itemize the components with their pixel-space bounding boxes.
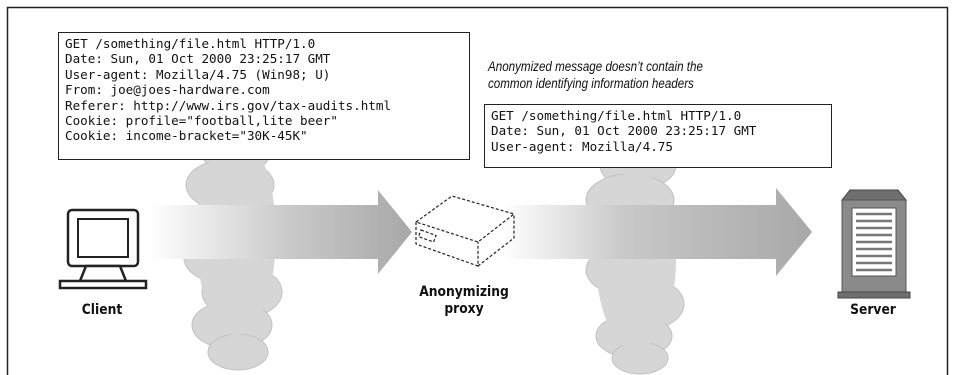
client-label: Client <box>81 302 123 318</box>
proxy-label-line: Anonymizing <box>419 284 509 300</box>
original-request-box: GET /something/file.html HTTP/1.0 Date: … <box>58 32 470 160</box>
cookie-header: Cookie: profile="football,lite beer" <box>65 113 338 129</box>
user-agent-header: User-agent: Mozilla/4.75 (Win98; U) <box>65 66 331 82</box>
caption-line: Anonymized message doesn’t contain the <box>488 59 703 74</box>
anonymized-caption: Anonymized message doesn’t contain the c… <box>488 58 772 92</box>
server-label: Server <box>850 302 896 318</box>
proxy-label: Anonymizing proxy <box>402 284 525 318</box>
from-header: From: joe@joes-hardware.com <box>65 82 270 98</box>
diagram-frame <box>6 6 949 375</box>
arrow-client-to-proxy <box>148 190 412 274</box>
request-line: GET /something/file.html HTTP/1.0 <box>65 36 316 51</box>
server-tower-icon <box>837 189 911 299</box>
referer-header: Referer: http://www.irs.gov/tax-audits.h… <box>65 97 392 113</box>
proxy-label-line: proxy <box>444 301 484 317</box>
user-agent-header: User-agent: Mozilla/4.75 <box>491 138 673 154</box>
date-header: Date: Sun, 01 Oct 2000 23:25:17 GMT <box>65 51 331 67</box>
proxy-box-icon <box>414 195 516 267</box>
caption-line: common identifying information headers <box>488 76 694 91</box>
arrow-proxy-to-server <box>502 188 812 276</box>
anonymized-request-box: GET /something/file.html HTTP/1.0 Date: … <box>484 104 832 168</box>
computer-icon <box>58 208 148 290</box>
date-header: Date: Sun, 01 Oct 2000 23:25:17 GMT <box>491 123 757 139</box>
cookie-header: Cookie: income-bracket="30K-45K" <box>65 128 308 144</box>
request-line: GET /something/file.html HTTP/1.0 <box>491 108 742 123</box>
